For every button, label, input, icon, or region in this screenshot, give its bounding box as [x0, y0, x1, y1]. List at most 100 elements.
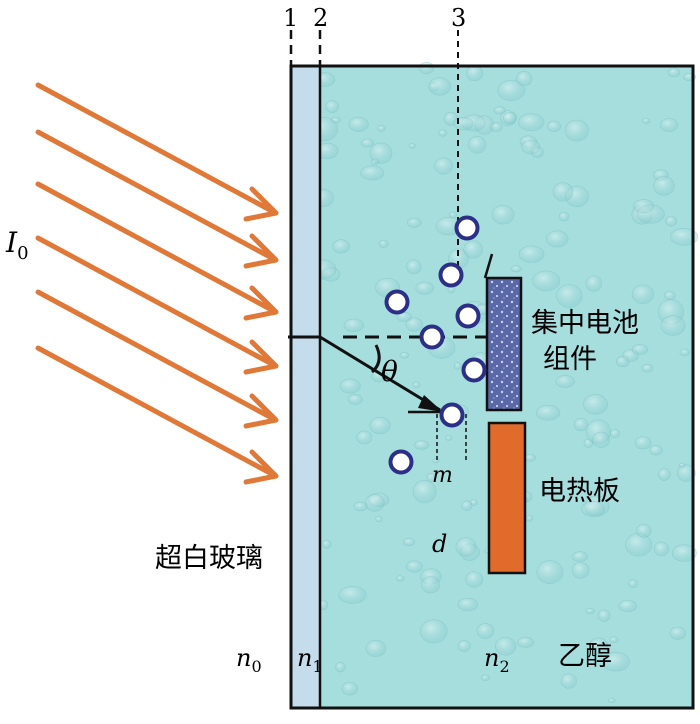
droplet: [406, 259, 422, 275]
droplet: [571, 551, 588, 562]
droplet: [585, 275, 603, 292]
droplet: [665, 215, 678, 227]
droplet: [453, 116, 474, 131]
droplet: [408, 143, 416, 149]
droplet: [633, 199, 655, 214]
droplet: [448, 211, 457, 218]
droplet: [521, 139, 541, 155]
heating-plate: [487, 421, 527, 575]
droplet: [555, 375, 575, 388]
droplet: [671, 544, 697, 562]
droplet: [552, 182, 574, 202]
boundary-label-2: 2: [313, 4, 328, 32]
droplet: [414, 440, 430, 450]
droplet: [564, 119, 589, 142]
glass-pane: [291, 66, 320, 708]
droplet: [525, 515, 534, 522]
droplet: [517, 636, 534, 648]
cell-module-label-line1: 集中电池: [531, 308, 639, 339]
light-ray-arrowhead-3: [243, 285, 279, 321]
theta-arc: [370, 344, 381, 374]
droplet: [406, 217, 422, 228]
droplet: [463, 240, 483, 259]
droplet: [642, 118, 651, 124]
cell-module-label-line2: 组件: [543, 344, 597, 375]
droplet: [465, 571, 484, 588]
bubble-icon: [461, 357, 487, 383]
droplet: [631, 284, 655, 304]
droplet: [669, 228, 699, 246]
droplet: [491, 204, 515, 225]
droplet: [360, 165, 385, 181]
ethanol-label: 乙醇: [558, 641, 612, 672]
droplet: [636, 523, 652, 538]
droplet: [663, 290, 676, 300]
bubble-icon: [438, 262, 464, 288]
droplet: [375, 515, 383, 523]
droplet: [618, 599, 637, 613]
bubble-group: [384, 215, 487, 475]
droplet: [524, 453, 536, 462]
droplet: [378, 239, 389, 248]
droplet: [585, 607, 595, 614]
droplet: [468, 135, 487, 154]
boundary-label-3: 3: [451, 4, 466, 32]
droplet: [510, 265, 522, 273]
droplet: [597, 609, 611, 622]
droplet: [399, 352, 410, 359]
droplet: [335, 661, 346, 673]
bubble-icon: [419, 324, 445, 350]
droplet: [667, 67, 681, 78]
droplet: [615, 356, 630, 368]
droplet: [434, 157, 453, 175]
glass-label: 超白玻璃: [155, 543, 263, 574]
droplet: [536, 560, 564, 585]
droplet: [546, 120, 562, 132]
droplet: [412, 480, 437, 504]
bubble-icon: [454, 215, 480, 241]
droplet: [395, 575, 405, 582]
container-frame: [289, 64, 695, 710]
boundary-label-1: 1: [283, 4, 298, 32]
droplet: [353, 501, 368, 512]
n0-label: n0: [236, 644, 262, 676]
droplet: [634, 436, 652, 450]
light-ray-6: [35, 345, 273, 476]
bubble-icon: [455, 303, 481, 329]
droplet: [641, 364, 654, 373]
droplet: [371, 369, 389, 383]
droplet: [516, 71, 533, 87]
droplet: [325, 100, 340, 113]
droplet: [592, 431, 611, 448]
d-label: d: [432, 530, 447, 558]
light-ray-arrowhead-5: [243, 393, 279, 429]
droplet: [412, 381, 421, 389]
droplet: [406, 560, 423, 573]
droplet: [497, 79, 526, 101]
heater-label: 电热板: [539, 476, 620, 507]
intensity-label: I0: [5, 226, 29, 264]
droplet: [356, 430, 373, 445]
droplet: [438, 129, 448, 137]
light-ray-1: [35, 82, 273, 213]
droplet: [369, 416, 391, 435]
light-ray-arrowhead-1: [243, 186, 279, 222]
droplet: [421, 576, 441, 594]
droplet: [377, 125, 386, 132]
droplet: [660, 315, 686, 336]
bubble-icon: [384, 289, 410, 315]
light-ray-arrowhead-4: [243, 339, 279, 375]
droplet: [426, 473, 437, 482]
droplet: [558, 211, 570, 222]
droplet: [546, 230, 569, 248]
droplet: [476, 623, 495, 639]
droplet: [332, 239, 350, 254]
droplet: [405, 317, 423, 332]
droplet: [428, 77, 452, 96]
droplet: [418, 61, 435, 75]
theta-label: θ: [381, 355, 398, 388]
bubble-icon: [388, 449, 414, 475]
concentrator-cell-module: [485, 276, 523, 412]
